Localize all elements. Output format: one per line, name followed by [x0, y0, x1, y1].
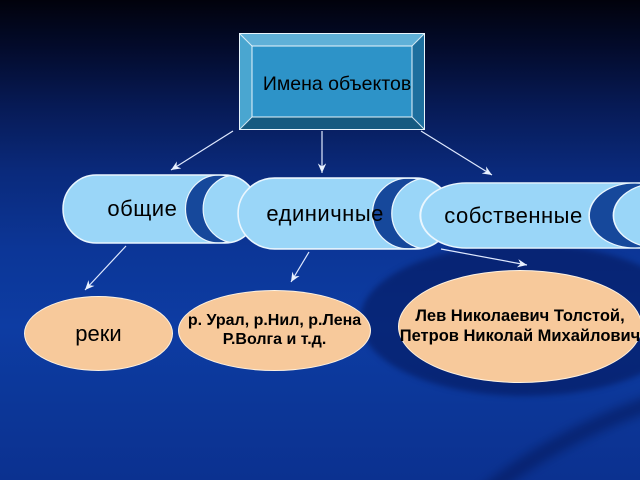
example-label-line1: р. Урал, р.Нил, р.Лена: [187, 311, 362, 329]
branch-node-obshchie: общие: [62, 174, 258, 244]
connector-sobstvennye-to-names: [440, 248, 528, 268]
branch-label: собственные: [444, 202, 583, 228]
example-label-line2: Р.Волга и т.д.: [222, 330, 327, 348]
example-node-river-names: р. Урал, р.Нил, р.Лена Р.Волга и т.д.: [178, 290, 371, 371]
example-node-reki: реки: [24, 296, 173, 371]
beveled-box-shape: [239, 33, 425, 130]
branch-label: единичные: [266, 200, 384, 226]
example-label: реки: [75, 320, 122, 346]
connector-root-to-obshchie: [170, 130, 234, 171]
cylinder-shape: [419, 182, 640, 249]
root-node-label: Имена объектов: [262, 72, 412, 95]
example-label-line2: Петров Николай Михайлович: [399, 326, 640, 345]
example-node-person-names: Лев Николаевич Толстой, Петров Николай М…: [398, 270, 640, 383]
branch-node-sobstvennye: собственные: [419, 182, 640, 249]
connector-edinichnye-to-rivers: [290, 251, 310, 283]
branch-label: общие: [107, 196, 178, 221]
root-node-object-names: Имена объектов: [239, 33, 425, 130]
connector-root-to-sobstvennye: [420, 130, 493, 176]
example-label-line1: Лев Николаевич Толстой,: [415, 307, 625, 326]
connector-obshchie-to-reki: [84, 245, 127, 291]
